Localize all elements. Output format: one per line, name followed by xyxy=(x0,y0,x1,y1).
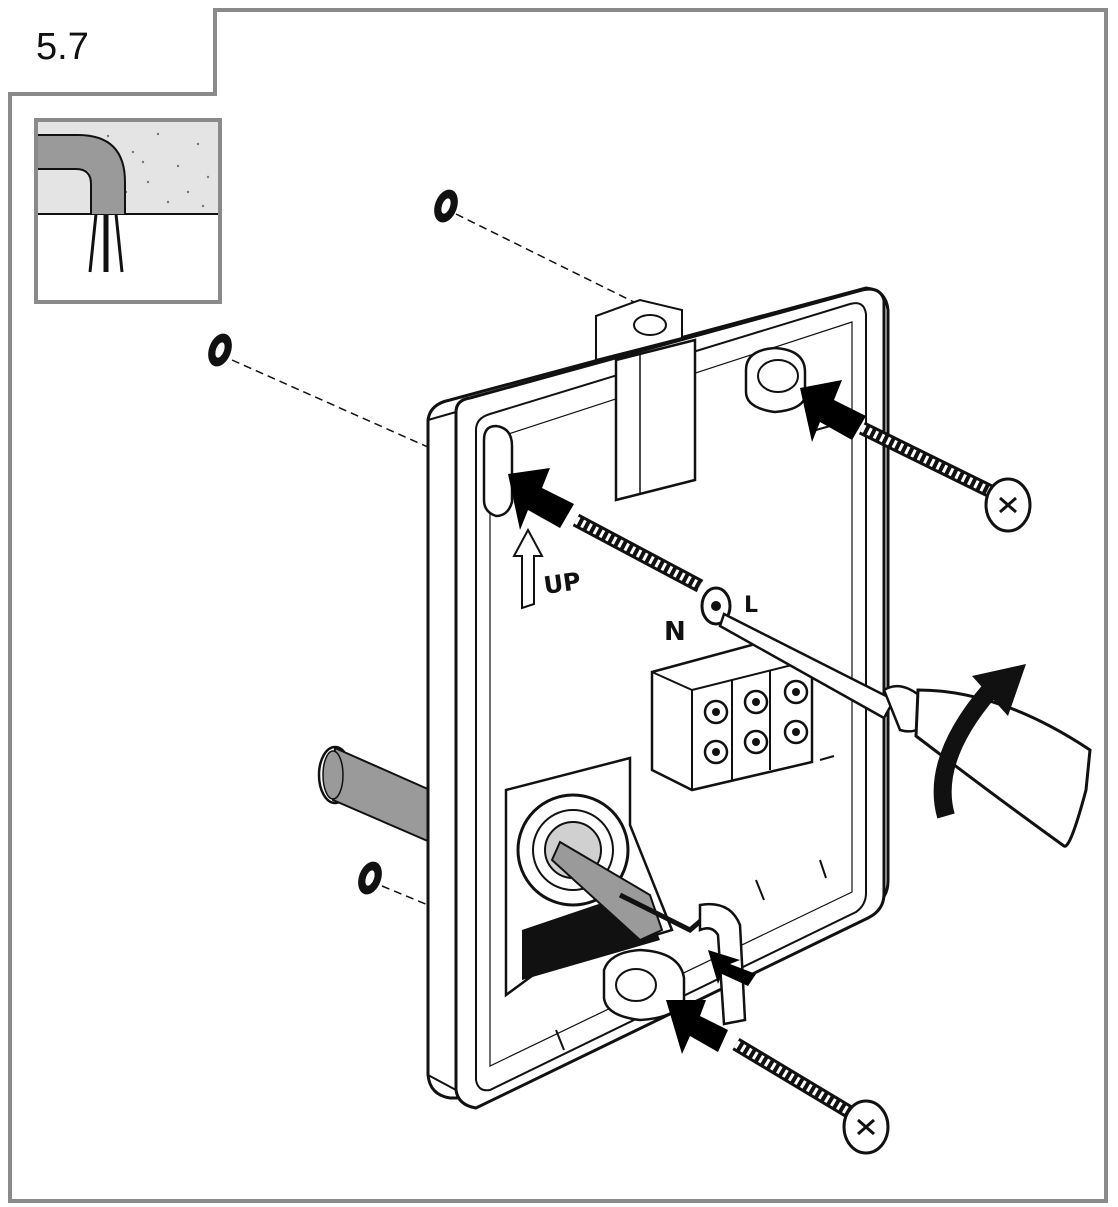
step-number: 5.7 xyxy=(36,26,89,68)
neutral-label: N xyxy=(664,617,686,647)
screwdriver-icon xyxy=(718,612,1092,848)
push-arrow-icon xyxy=(508,468,574,530)
wall-plug-icon xyxy=(358,861,382,895)
cable-detail-inset xyxy=(34,118,222,304)
wall-plug-icon xyxy=(434,189,458,223)
up-arrow-icon xyxy=(512,527,544,610)
screw-icon xyxy=(858,421,1032,533)
push-arrow-icon xyxy=(666,1000,728,1054)
screw-icon xyxy=(732,1037,890,1155)
live-label: L xyxy=(744,593,758,618)
push-arrow-icon xyxy=(708,950,756,986)
push-arrow-icon xyxy=(800,380,866,442)
up-label: UP xyxy=(542,567,583,600)
step-number-box xyxy=(8,8,217,96)
screw-icon xyxy=(572,513,732,626)
wall-plug-icon xyxy=(208,333,232,367)
rotate-arrow-icon xyxy=(933,664,1026,819)
cable-through-wall-icon xyxy=(38,122,218,273)
cable xyxy=(317,745,431,844)
alignment-lines xyxy=(231,213,651,906)
